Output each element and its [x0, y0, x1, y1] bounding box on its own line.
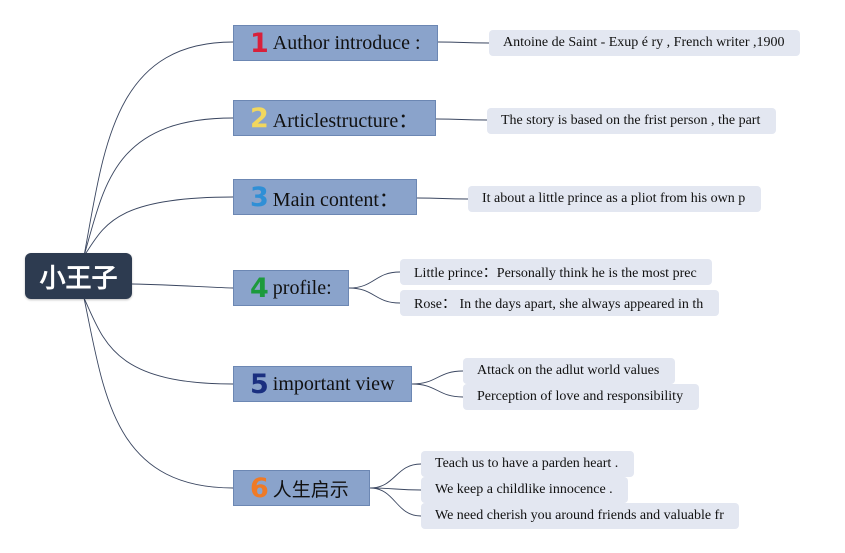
branch-number: 4: [250, 272, 269, 304]
root-connector: [83, 297, 234, 489]
branch-author[interactable]: 1 Author introduce :: [233, 25, 438, 61]
leaf-childlike[interactable]: We keep a childlike innocence .: [421, 477, 628, 503]
branch-number: 2: [250, 102, 269, 134]
leaf-connector: [411, 383, 464, 398]
branch-number: 6: [250, 472, 269, 504]
branch-structure[interactable]: 2 Articlestructure：: [233, 100, 436, 136]
branch-label: Main content：: [272, 188, 399, 211]
leaf-pardon-heart[interactable]: Teach us to have a parden heart .: [421, 451, 634, 477]
root-connector: [83, 41, 234, 257]
leaf-rose[interactable]: Rose： In the days apart, she always appe…: [400, 290, 719, 316]
root-connector: [83, 117, 234, 257]
leaf-text: Antoine de Saint - Exup é ry , French wr…: [503, 35, 785, 50]
root-connector: [83, 297, 234, 385]
leaf-text: Teach us to have a parden heart .: [435, 456, 619, 471]
branch-content[interactable]: 3 Main content：: [233, 179, 417, 215]
leaf-attack-values[interactable]: Attack on the adlut world values: [463, 358, 675, 384]
branch-label: important view: [272, 372, 395, 395]
root-node[interactable]: 小王子: [25, 253, 132, 299]
branch-label: profile:: [272, 276, 332, 299]
leaf-connector: [348, 287, 401, 304]
root-connector: [83, 196, 234, 257]
leaf-text: We need cherish you around friends and v…: [435, 508, 724, 523]
branch-label: 人生启示: [272, 478, 349, 501]
leaf-text: Attack on the adlut world values: [477, 363, 660, 378]
branch-life[interactable]: 6 人生启示: [233, 470, 370, 506]
leaf-cherish-friends[interactable]: We need cherish you around friends and v…: [421, 503, 739, 529]
leaf-connector: [437, 41, 490, 44]
leaf-text: Little prince：Personally think he is the…: [414, 266, 697, 281]
leaf-connector: [348, 271, 401, 289]
leaf-text: We keep a childlike innocence .: [435, 482, 613, 497]
branch-label: Author introduce :: [272, 31, 421, 54]
leaf-love-responsibility[interactable]: Perception of love and responsibility: [463, 384, 699, 410]
leaf-text: Rose： In the days apart, she always appe…: [414, 297, 704, 312]
leaf-little-prince[interactable]: Little prince：Personally think he is the…: [400, 259, 712, 285]
leaf-connector: [416, 197, 469, 200]
leaf-content-info[interactable]: It about a little prince as a pliot from…: [468, 186, 761, 212]
root-label: 小王子: [39, 263, 118, 294]
leaf-connector: [411, 370, 464, 385]
branch-number: 5: [250, 368, 269, 400]
leaf-text: The story is based on the frist person ,…: [501, 113, 761, 128]
leaf-text: Perception of love and responsibility: [477, 389, 684, 404]
branch-number: 3: [250, 181, 269, 213]
leaf-author-info[interactable]: Antoine de Saint - Exup é ry , French wr…: [489, 30, 800, 56]
leaf-text: It about a little prince as a pliot from…: [482, 191, 746, 206]
leaf-connector: [369, 487, 422, 491]
root-connector: [131, 283, 234, 289]
branch-view[interactable]: 5 important view: [233, 366, 412, 402]
leaf-connector: [369, 487, 422, 517]
leaf-structure-info[interactable]: The story is based on the frist person ,…: [487, 108, 776, 134]
leaf-connector: [369, 463, 422, 489]
leaf-connector: [435, 118, 488, 121]
branch-number: 1: [250, 27, 269, 59]
branch-profile[interactable]: 4 profile:: [233, 270, 349, 306]
branch-label: Articlestructure：: [272, 109, 419, 132]
